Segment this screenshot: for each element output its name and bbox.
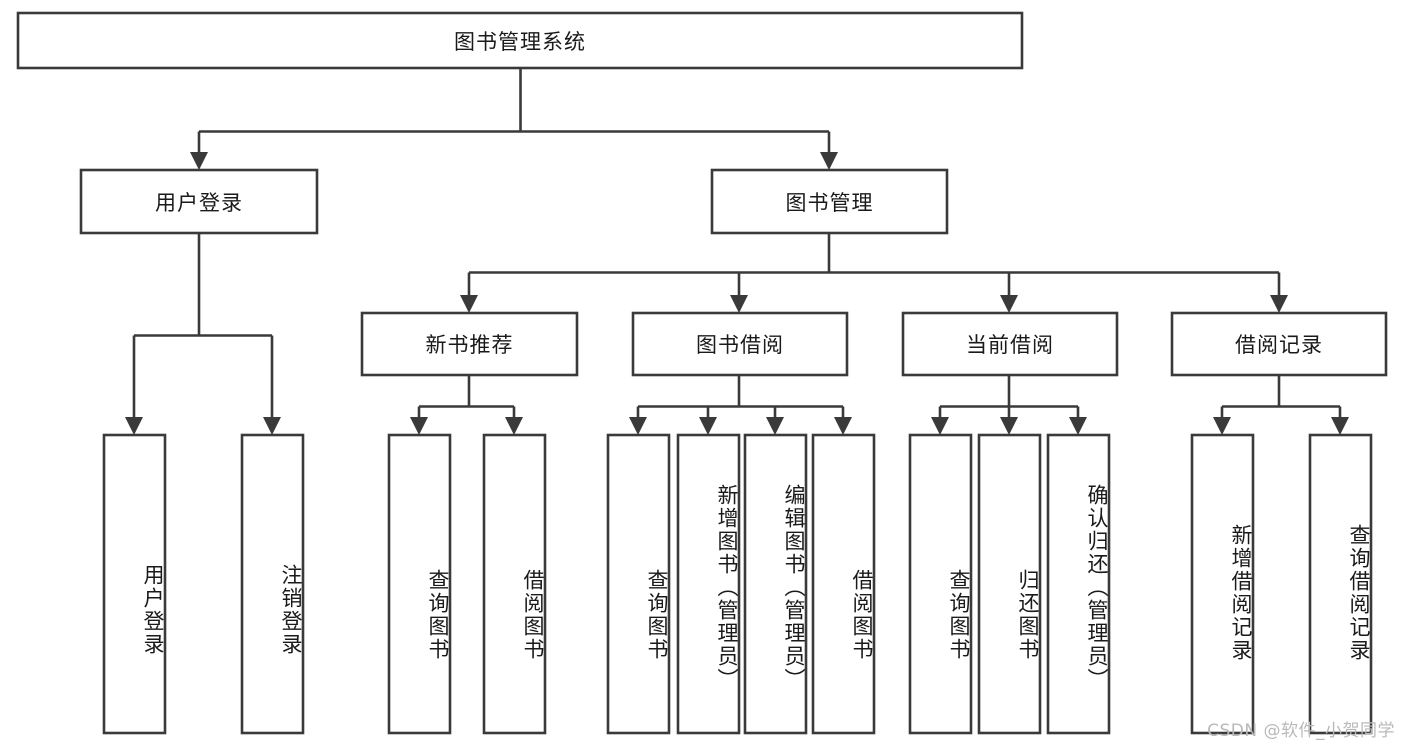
arrowhead-borrow-leaf-4 <box>834 417 852 435</box>
leaf-box[interactable] <box>482 433 547 735</box>
arrowhead-current-borrow-leaf-1 <box>931 417 949 435</box>
arrowhead-current-borrow-leaf-3 <box>1069 417 1087 435</box>
watermark-text: CSDN @软件_小贺同学 <box>1207 721 1395 741</box>
leaf-box[interactable] <box>811 433 876 735</box>
leaf-box[interactable] <box>743 433 808 735</box>
leaf-box[interactable] <box>606 433 671 735</box>
leaf-box[interactable] <box>1190 433 1255 735</box>
arrowhead-new-book-leaf-1 <box>410 417 428 435</box>
arrowhead-user-login-leaf-2 <box>263 417 281 435</box>
leaf-box[interactable] <box>240 433 305 735</box>
arrowhead-user-login-leaf-1 <box>125 417 143 435</box>
arrowhead-new-book-leaf-2 <box>505 417 523 435</box>
leaf-box[interactable] <box>387 433 452 735</box>
leaf-box[interactable] <box>676 433 741 735</box>
node-root[interactable] <box>16 11 1024 70</box>
arrowhead-borrow-leaf-1 <box>629 417 647 435</box>
arrowhead-to-user-login <box>190 152 208 170</box>
arrowhead-to-borrow <box>730 295 748 313</box>
node-current-borrow[interactable] <box>901 311 1119 377</box>
node-box-layer <box>16 11 1388 735</box>
node-borrow-record[interactable] <box>1170 311 1388 377</box>
leaf-box[interactable] <box>1308 433 1373 735</box>
node-book-borrow[interactable] <box>631 311 849 377</box>
arrowhead-to-borrow-record <box>1270 295 1288 313</box>
node-user-login[interactable] <box>79 168 319 235</box>
leaf-box[interactable] <box>908 433 973 735</box>
arrowhead-borrow-record-leaf-2 <box>1331 417 1349 435</box>
connector-layer <box>125 68 1349 435</box>
arrowhead-borrow-leaf-3 <box>766 417 784 435</box>
node-new-book-recommend[interactable] <box>360 311 579 377</box>
arrowhead-to-current-borrow <box>1000 295 1018 313</box>
leaf-box[interactable] <box>1046 433 1111 735</box>
node-book-management[interactable] <box>710 168 949 235</box>
arrowhead-current-borrow-leaf-2 <box>1000 417 1018 435</box>
arrowhead-borrow-leaf-2 <box>699 417 717 435</box>
leaf-box[interactable] <box>977 433 1042 735</box>
arrowhead-borrow-record-leaf-1 <box>1213 417 1231 435</box>
arrowhead-to-new-book <box>460 295 478 313</box>
leaf-box[interactable] <box>102 433 167 735</box>
arrowhead-to-book-mgmt <box>820 152 838 170</box>
